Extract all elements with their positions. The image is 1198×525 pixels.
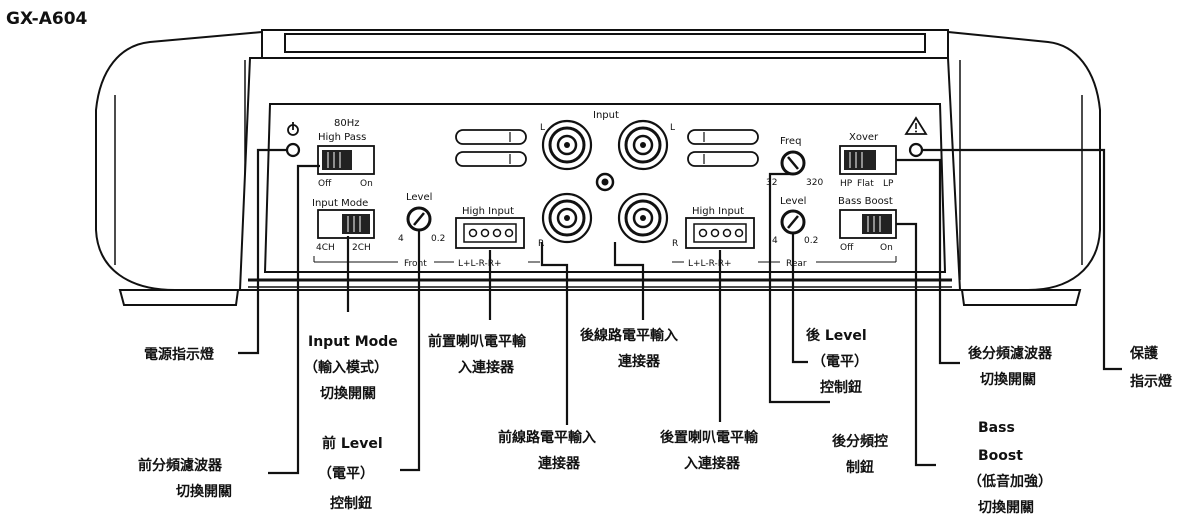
xover-flat-label: Flat (857, 179, 874, 189)
callout-rear-xover-ctl-2: 制鈕 (846, 459, 874, 476)
rear-rca-right[interactable] (617, 192, 669, 244)
callout-front-spk-2: 入連接器 (458, 359, 515, 376)
rear-section-label: Rear (786, 259, 807, 269)
callout-rear-spk-2: 入連接器 (684, 455, 741, 472)
rear-section-bracket: Rear (672, 256, 897, 269)
protect-led (904, 116, 928, 158)
rear-level-min: 4 (772, 236, 778, 246)
warning-icon (904, 116, 928, 135)
callout-input-mode-1: Input Mode (308, 334, 398, 350)
callout-rear-line-1: 後線路電平輸入 (580, 327, 678, 344)
callout-input-mode-3: 切換開關 (320, 385, 376, 402)
front-high-input-label: High Input (462, 206, 514, 217)
callout-bass-boost-1: Bass (978, 420, 1015, 436)
rca-r-right-label: R (672, 239, 678, 249)
model-label: GX-A604 (6, 9, 88, 29)
callout-rear-xover-ctl-1: 後分頻控 (832, 433, 888, 450)
freq-label: Freq (780, 136, 801, 147)
callout-power-led: 電源指示燈 (144, 346, 215, 363)
right-vents (687, 129, 759, 167)
front-section-bracket: Front (313, 256, 540, 269)
rear-xover-freq-knob[interactable]: Freq 32 320 (766, 136, 823, 188)
callout-labels: 電源指示燈 前分頻濾波器 切換開關 Input Mode （輸入模式） 切換開關… (138, 327, 1173, 516)
rca-l-right-label: L (670, 123, 675, 133)
input-mode-switch[interactable]: Input Mode 4CH 2CH (312, 198, 375, 253)
callout-rear-xover-sw-1: 後分頻濾波器 (968, 345, 1053, 362)
hp-name-label: High Pass (318, 132, 366, 143)
hp-on-label: On (360, 179, 373, 189)
rca-l-left-label: L (540, 123, 545, 133)
callout-front-spk-1: 前置喇叭電平輸 (428, 333, 527, 350)
front-high-input-connector[interactable]: High Input L+L-R-R+ (455, 206, 525, 269)
rca-inputs: Input L L R R (538, 110, 678, 249)
left-vents (455, 129, 527, 167)
front-level-label: Level (406, 192, 432, 203)
mode-4ch-label: 4CH (316, 243, 335, 253)
power-icon (287, 122, 299, 136)
input-mode-label: Input Mode (312, 198, 368, 209)
ground-screw-icon (595, 172, 615, 192)
front-rca-right[interactable] (541, 192, 593, 244)
callout-rear-level-3: 控制鈕 (820, 379, 862, 396)
callout-rear-line-2: 連接器 (618, 353, 661, 370)
amplifier-body (95, 29, 1101, 306)
hp-freq-label: 80Hz (334, 118, 360, 129)
xover-label: Xover (849, 132, 879, 143)
bb-off-label: Off (840, 243, 854, 253)
callout-input-mode-2: （輸入模式） (304, 359, 388, 376)
rear-pin-labels: L+L-R-R+ (688, 259, 732, 269)
rear-level-label: Level (780, 196, 806, 207)
front-high-pass-switch[interactable]: 80Hz High Pass Off On (317, 118, 375, 189)
xover-hp-label: HP (840, 179, 853, 189)
freq-max: 320 (806, 178, 823, 188)
freq-min: 32 (766, 178, 777, 188)
callout-front-line-1: 前線路電平輸入 (498, 429, 596, 446)
front-rca-left[interactable] (541, 119, 593, 171)
bb-on-label: On (880, 243, 893, 253)
rear-high-input-label: High Input (692, 206, 744, 217)
rear-level-knob[interactable]: Level 4 0.2 (772, 196, 818, 246)
callout-front-level-3: 控制鈕 (330, 495, 372, 512)
callout-protect-1: 保護 (1129, 345, 1159, 362)
mode-2ch-label: 2CH (352, 243, 371, 253)
callout-rear-level-1: 後 Level (806, 327, 867, 344)
front-pin-labels: L+L-R-R+ (458, 259, 502, 269)
front-section-label: Front (404, 259, 427, 269)
input-label: Input (593, 110, 619, 121)
callout-bass-boost-4: 切換開關 (978, 499, 1034, 516)
bass-boost-switch[interactable]: Bass Boost Off On (838, 196, 897, 253)
rear-high-input-connector[interactable]: High Input L+L-R-R+ (685, 206, 755, 269)
rear-rca-left[interactable] (617, 119, 669, 171)
callout-bass-boost-2: Boost (978, 448, 1023, 464)
callout-front-xover-2: 切換開關 (176, 483, 232, 500)
callout-rear-xover-sw-2: 切換開關 (980, 371, 1036, 388)
callout-front-level-1: 前 Level (322, 435, 383, 452)
callout-protect-2: 指示燈 (1130, 373, 1173, 390)
callout-rear-spk-1: 後置喇叭電平輸 (660, 429, 759, 446)
hp-off-label: Off (318, 179, 332, 189)
callout-front-xover-1: 前分頻濾波器 (138, 457, 223, 474)
front-level-knob[interactable]: Level 4 0.2 (398, 192, 445, 244)
power-led (285, 122, 301, 158)
rear-level-max: 0.2 (804, 236, 818, 246)
callout-rear-level-2: （電平） (812, 353, 868, 370)
bass-boost-label: Bass Boost (838, 196, 893, 207)
front-level-min: 4 (398, 234, 404, 244)
rear-xover-switch[interactable]: Xover HP Flat LP (839, 132, 897, 189)
leader-lines (238, 148, 1122, 475)
callout-front-level-2: （電平） (318, 465, 374, 482)
front-level-max: 0.2 (431, 234, 445, 244)
callout-bass-boost-3: （低音加強） (968, 473, 1052, 490)
xover-lp-label: LP (883, 179, 894, 189)
callout-front-line-2: 連接器 (538, 455, 581, 472)
